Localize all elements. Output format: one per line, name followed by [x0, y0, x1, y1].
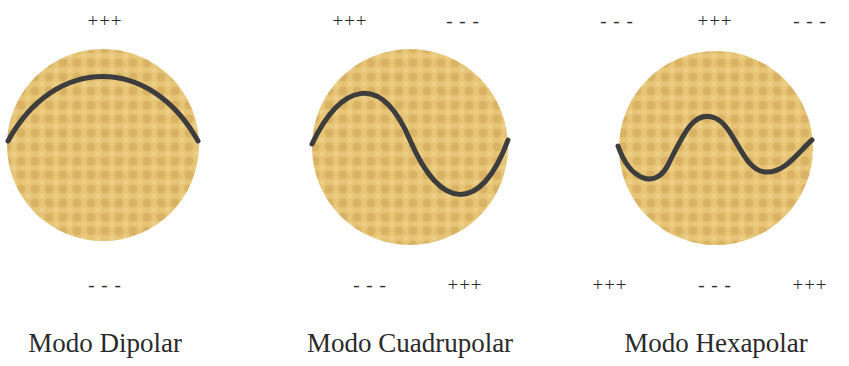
particle-disc — [312, 49, 508, 245]
charge-sign: - - - — [600, 11, 633, 30]
charge-sign: +++ — [592, 275, 627, 294]
particle-disc — [7, 49, 199, 241]
hexapole-wave — [618, 116, 812, 179]
charge-sign: - - - — [793, 11, 826, 30]
quadrupole-wave — [312, 93, 508, 194]
charge-sign: - - - — [353, 275, 386, 294]
charge-sign: +++ — [697, 11, 732, 30]
charge-sign: - - - — [446, 11, 479, 30]
charge-sign: +++ — [332, 11, 367, 30]
charge-sign: +++ — [87, 11, 122, 30]
dipole-wave — [8, 77, 198, 142]
charge-sign: - - - — [698, 275, 731, 294]
mode-caption: Modo Cuadrupolar — [307, 330, 513, 357]
mode-caption: Modo Dipolar — [28, 330, 182, 357]
charge-sign: +++ — [447, 275, 482, 294]
mode-caption: Modo Hexapolar — [624, 330, 808, 357]
charge-sign: +++ — [792, 275, 827, 294]
particle-disc — [619, 51, 813, 245]
charge-sign: - - - — [88, 275, 121, 294]
